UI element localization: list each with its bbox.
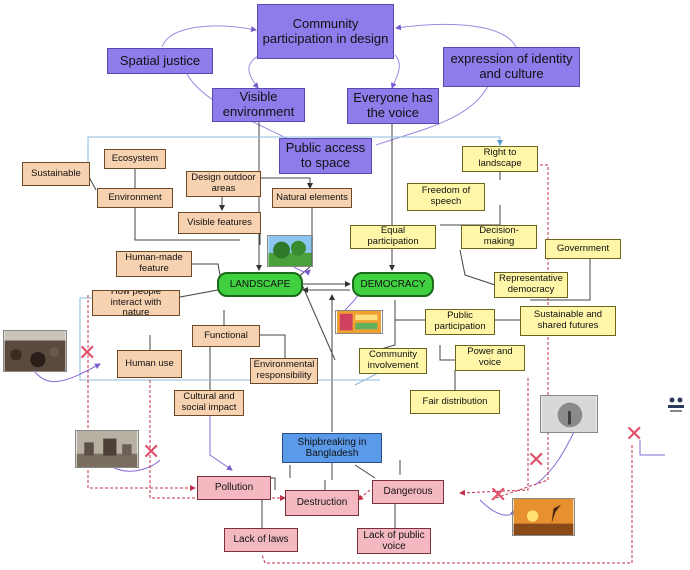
cross-mark-icon: ✕ <box>489 482 508 507</box>
cross-mark-icon: ✕ <box>625 421 644 446</box>
node-identity-culture: expression of identity and culture <box>443 47 580 87</box>
node-sustainable-shared-futures: Sustainable and shared futures <box>520 306 616 336</box>
node-ecosystem: Ecosystem <box>104 149 166 169</box>
node-human-use: Human use <box>117 350 182 378</box>
ship-yard-photo <box>75 430 139 468</box>
node-equal-participation: Equal participation <box>350 225 436 249</box>
node-dangerous: Dangerous <box>372 480 444 504</box>
node-community-involvement: Community involvement <box>359 348 427 374</box>
node-fair-distribution: Fair distribution <box>410 390 500 414</box>
node-how-people-interact: How people interact with nature <box>92 290 180 316</box>
node-right-to-landscape: Right to landscape <box>462 146 538 172</box>
node-shipbreaking: Shipbreaking in Bangladesh <box>282 433 382 463</box>
node-freedom-of-speech: Freedom of speech <box>407 183 485 211</box>
node-functional: Functional <box>192 325 260 347</box>
node-natural-elements: Natural elements <box>272 188 352 208</box>
node-representative-democracy: Representative democracy <box>494 272 568 298</box>
sunset-tree-photo <box>512 498 575 536</box>
node-environment: Environment <box>97 188 173 208</box>
node-environmental-responsibility: Environmental responsibility <box>250 358 318 384</box>
node-cultural-social-impact: Cultural and social impact <box>174 390 244 416</box>
silence-photo <box>540 395 598 433</box>
node-power-and-voice: Power and voice <box>455 345 525 371</box>
node-design-outdoor: Design outdoor areas <box>186 171 261 197</box>
node-landscape: LANDSCAPE <box>217 272 303 297</box>
node-visible-features: Visible features <box>178 212 261 234</box>
node-sustainable: Sustainable <box>22 162 90 186</box>
node-human-made-feature: Human-made feature <box>116 251 192 277</box>
node-visible-environment: Visible environment <box>212 88 305 122</box>
node-lack-of-laws: Lack of laws <box>224 528 298 552</box>
node-decision-making: Decision-making <box>461 225 537 249</box>
node-democracy: DEMOCRACY <box>352 272 434 297</box>
node-destruction: Destruction <box>285 490 359 516</box>
node-spatial-justice: Spatial justice <box>107 48 213 74</box>
node-lack-of-public-voice: Lack of public voice <box>357 528 431 554</box>
node-pollution: Pollution <box>197 476 271 500</box>
cross-mark-icon: ✕ <box>78 340 97 365</box>
node-public-access: Public access to space <box>279 138 372 174</box>
node-everyone-voice: Everyone has the voice <box>347 88 439 124</box>
node-government: Government <box>545 239 621 259</box>
meeting-icon <box>668 397 684 412</box>
cross-mark-icon: ✕ <box>527 447 546 472</box>
node-community-participation: Community participation in design <box>257 4 394 59</box>
park-photo <box>267 235 313 267</box>
waste-pile-photo <box>3 330 67 372</box>
node-public-participation: Public participation <box>425 309 495 335</box>
cross-mark-icon: ✕ <box>142 439 161 464</box>
poster-photo <box>335 310 383 334</box>
